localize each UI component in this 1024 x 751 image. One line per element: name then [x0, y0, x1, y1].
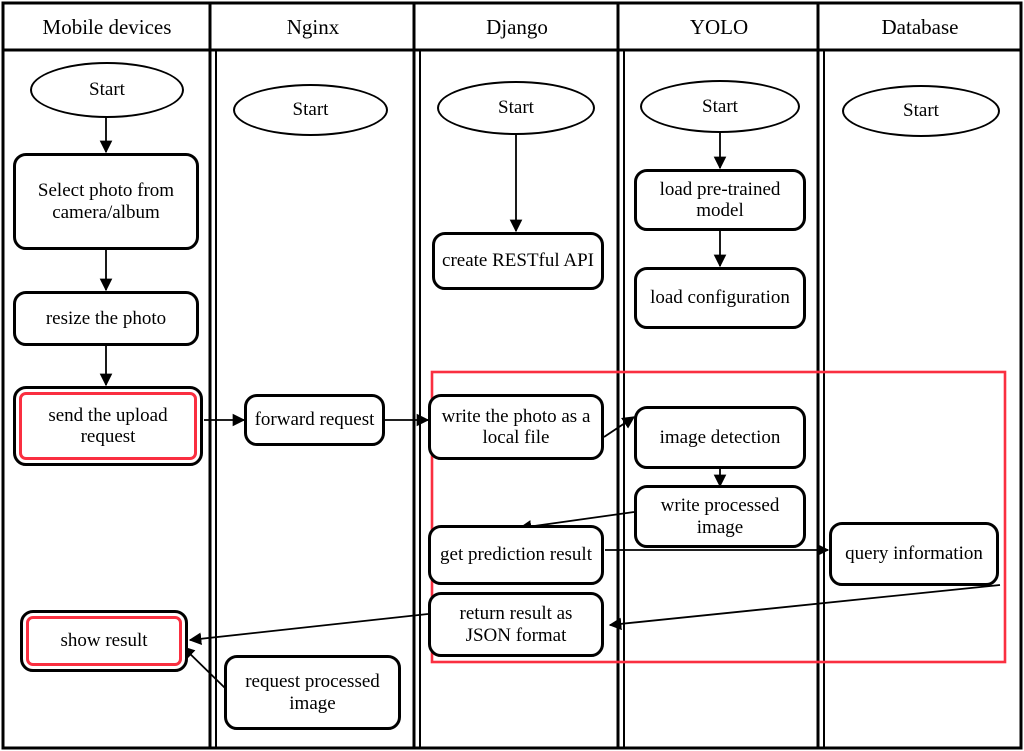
node-label: forward request — [254, 409, 375, 431]
node-start-django[interactable]: Start — [437, 81, 595, 135]
edge-write-photo-to-image-detection — [603, 416, 636, 438]
node-label: image detection — [659, 426, 781, 448]
node-label: get prediction result — [440, 544, 592, 566]
critical-path-highlight-region — [430, 370, 1007, 664]
node-query-information[interactable]: query information — [829, 522, 999, 586]
edge-request-processed-to-show-result — [182, 646, 226, 689]
node-label: Start — [89, 79, 125, 101]
node-send-upload-request[interactable]: send the upload request — [13, 386, 203, 466]
node-load-configuration[interactable]: load configuration — [634, 267, 806, 329]
node-get-prediction-result[interactable]: get prediction result — [428, 525, 604, 585]
node-create-restful-api[interactable]: create RESTful API — [432, 232, 604, 290]
node-image-detection[interactable]: image detection — [634, 406, 806, 469]
node-label: show result — [60, 630, 148, 652]
node-label: Start — [498, 97, 534, 119]
node-request-processed-image[interactable]: request processed image — [224, 655, 401, 730]
node-label: Start — [903, 100, 939, 122]
node-write-processed-image[interactable]: write processed image — [634, 485, 806, 548]
node-label: write processed image — [660, 495, 780, 538]
node-label: write the photo as a local file — [441, 405, 591, 448]
node-label: resize the photo — [45, 307, 167, 329]
node-start-database[interactable]: Start — [842, 85, 1000, 137]
node-show-result[interactable]: show result — [20, 610, 188, 672]
node-label: load pre-trained model — [659, 178, 781, 221]
node-label: request processed image — [245, 671, 380, 714]
node-start-yolo[interactable]: Start — [640, 80, 800, 133]
node-write-photo-local-file[interactable]: write the photo as a local file — [428, 394, 604, 460]
node-label: send the upload request — [48, 404, 168, 447]
node-label: Start — [292, 99, 329, 121]
node-forward-request[interactable]: forward request — [244, 394, 385, 446]
node-return-result-json[interactable]: return result as JSON format — [428, 592, 604, 657]
node-label: load configuration — [650, 287, 790, 309]
node-select-photo[interactable]: Select photo from camera/album — [13, 153, 199, 250]
node-label: create RESTful API — [442, 250, 594, 272]
node-resize-photo[interactable]: resize the photo — [13, 291, 199, 346]
node-label: Start — [702, 95, 738, 117]
node-start-nginx[interactable]: Start — [233, 84, 388, 136]
node-label: Select photo from camera/album — [37, 180, 175, 223]
node-label: return result as JSON format — [459, 603, 573, 646]
node-load-pretrained-model[interactable]: load pre-trained model — [634, 169, 806, 231]
node-start-mobile[interactable]: Start — [30, 62, 184, 118]
node-label: query information — [845, 543, 983, 565]
connectors — [99, 116, 1001, 689]
edge-return-json-to-show-result — [188, 613, 429, 646]
edge-query-information-to-return-json — [608, 584, 1001, 631]
